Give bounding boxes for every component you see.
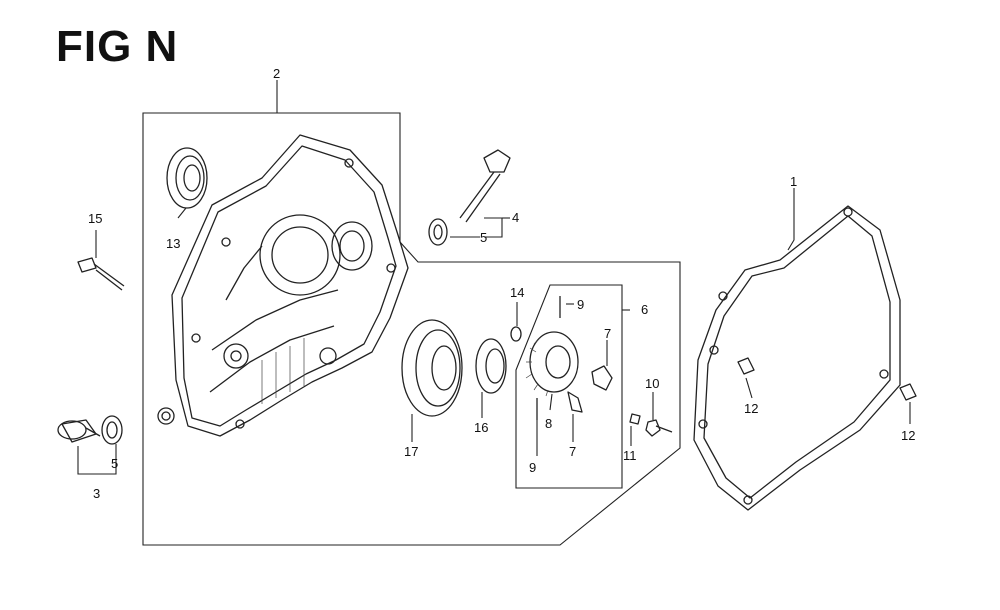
drain-plug-3 [57, 415, 123, 445]
callout-17: 17 [404, 444, 418, 459]
callout-10: 10 [645, 376, 659, 391]
governor-gear-8 [525, 331, 583, 413]
bearing-16 [475, 338, 507, 394]
assembly-group-outline [142, 112, 681, 546]
callout-7-lower: 7 [569, 444, 576, 459]
callout-13: 13 [166, 236, 180, 251]
gasket-1 [693, 205, 901, 511]
shaft-10 [645, 419, 673, 437]
callout-8: 8 [545, 416, 552, 431]
callout-3: 3 [93, 486, 100, 501]
dowel-pin-12-left [737, 357, 755, 375]
oil-seal-13 [166, 147, 208, 209]
callout-12-left: 12 [744, 401, 758, 416]
callout-6: 6 [641, 302, 648, 317]
dipstick-4 [428, 149, 511, 246]
dowel-pin-12-right [899, 383, 917, 401]
callout-14: 14 [510, 285, 524, 300]
callout-4: 4 [512, 210, 519, 225]
callout-16: 16 [474, 420, 488, 435]
governor-weight-7 [591, 365, 613, 391]
figure-title: FIG N [56, 22, 179, 71]
clip-11 [629, 413, 641, 425]
callout-11: 11 [623, 448, 637, 463]
callout-9-lower: 9 [529, 460, 536, 475]
callout-12-right: 12 [901, 428, 915, 443]
washer-14 [510, 326, 522, 342]
callout-1: 1 [790, 174, 797, 189]
bolt-15 [77, 257, 125, 291]
callout-2: 2 [273, 66, 280, 81]
leader-lines [77, 80, 911, 475]
callout-5-dipstick: 5 [480, 230, 487, 245]
callout-9-upper: 9 [577, 297, 584, 312]
governor-group-box [515, 284, 623, 489]
bearing-17 [401, 319, 463, 417]
crankcase-cover [157, 134, 409, 437]
callout-7-upper: 7 [604, 326, 611, 341]
callout-15: 15 [88, 211, 102, 226]
callout-5-plug: 5 [111, 456, 118, 471]
